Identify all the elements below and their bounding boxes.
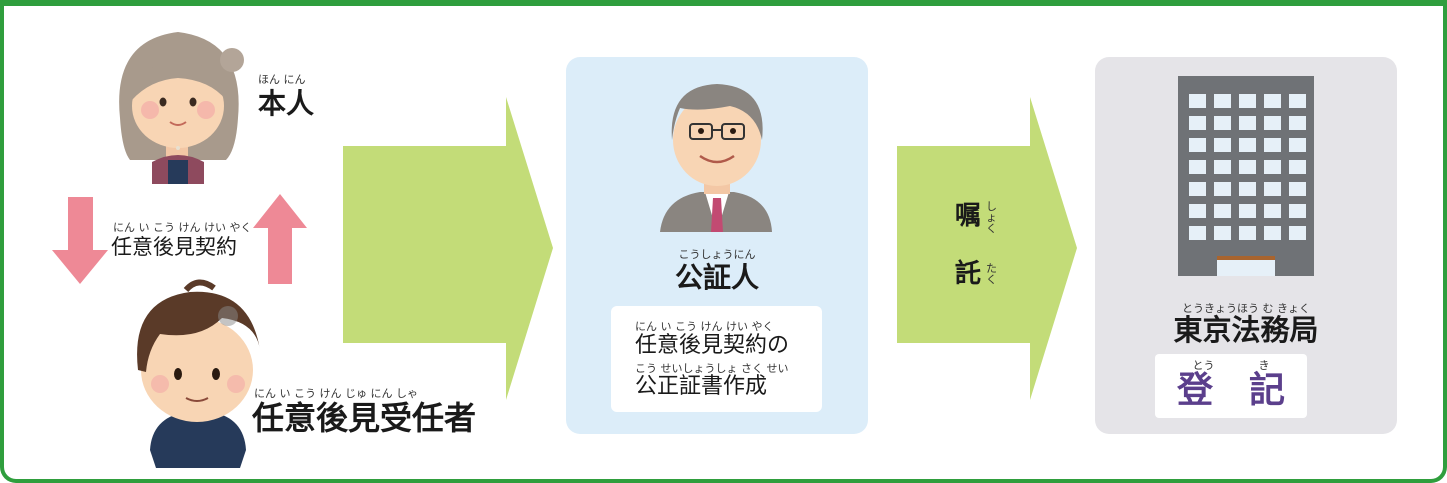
building-window [1189,116,1206,130]
down-arrow-icon [52,197,108,284]
building-window [1264,182,1281,196]
deed-line1-furigana: にん い こう けん けい やく [635,320,774,333]
building-window [1264,94,1281,108]
contract-label: 任意後見契約 [111,235,237,259]
commission-char1-furigana: しょく [986,200,997,235]
building-window [1189,160,1206,174]
building-window [1289,160,1306,174]
building-window [1214,226,1231,240]
building-window [1289,138,1306,152]
commission-char1: 嘱 [955,201,982,231]
elderly-woman-icon [119,32,244,184]
building-window [1239,160,1256,174]
building-window [1214,160,1231,174]
registration-furigana: とう き [1192,359,1270,372]
office-building-icon [1178,76,1314,276]
building-window [1264,226,1281,240]
bureau-furigana: とうきょうほう む きょく [1182,302,1310,315]
building-window [1214,182,1231,196]
building-window [1239,116,1256,130]
building-window [1214,116,1231,130]
commission-char2: 託 [955,259,982,289]
deed-line2-furigana: こう せいしょうしょ さく せい [635,362,789,375]
building-window [1264,138,1281,152]
building-window [1289,226,1306,240]
building-window [1214,94,1231,108]
building-window [1189,138,1206,152]
notary-furigana: こうしょうにん [678,248,756,261]
young-man-icon [137,279,260,468]
building-window [1189,94,1206,108]
principal-label: 本人 [258,87,315,120]
guardian-label: 任意後見受任者 [252,399,477,437]
building-window [1214,204,1231,218]
guardian-furigana: にん い こう けん じゅ にん しゃ [254,387,418,400]
notary-label: 公証人 [674,261,759,294]
building-window [1264,116,1281,130]
building-window [1239,94,1256,108]
building-window [1189,182,1206,196]
building-window [1239,204,1256,218]
building-window [1239,138,1256,152]
building-window [1289,116,1306,130]
registration-box: とう き 登 記 [1155,354,1307,418]
principal-furigana: ほん にん [258,73,306,86]
contract-furigana: にん い こう けん けい やく [113,221,252,234]
building-window [1214,138,1231,152]
green-arrow-icon [343,97,553,400]
building-window [1289,94,1306,108]
building-window [1289,204,1306,218]
building-window [1189,204,1206,218]
notarial-deed-box: にん い こう けん けい やく 任意後見契約の こう せいしょうしょ さく せ… [611,306,822,412]
up-arrow-icon [253,194,307,284]
building-window [1289,182,1306,196]
deed-line2: 公正証書作成 [635,374,768,399]
green-arrow-icon [897,97,1077,400]
building-window [1264,204,1281,218]
bureau-label: 東京法務局 [1173,313,1319,347]
building-window [1239,182,1256,196]
building-window [1239,226,1256,240]
building-window [1264,160,1281,174]
notary-man-icon [660,84,772,232]
commission-char2-furigana: たく [986,262,997,286]
registration-label: 登 記 [1176,370,1285,411]
building-window [1189,226,1206,240]
deed-line1: 任意後見契約の [635,333,790,358]
